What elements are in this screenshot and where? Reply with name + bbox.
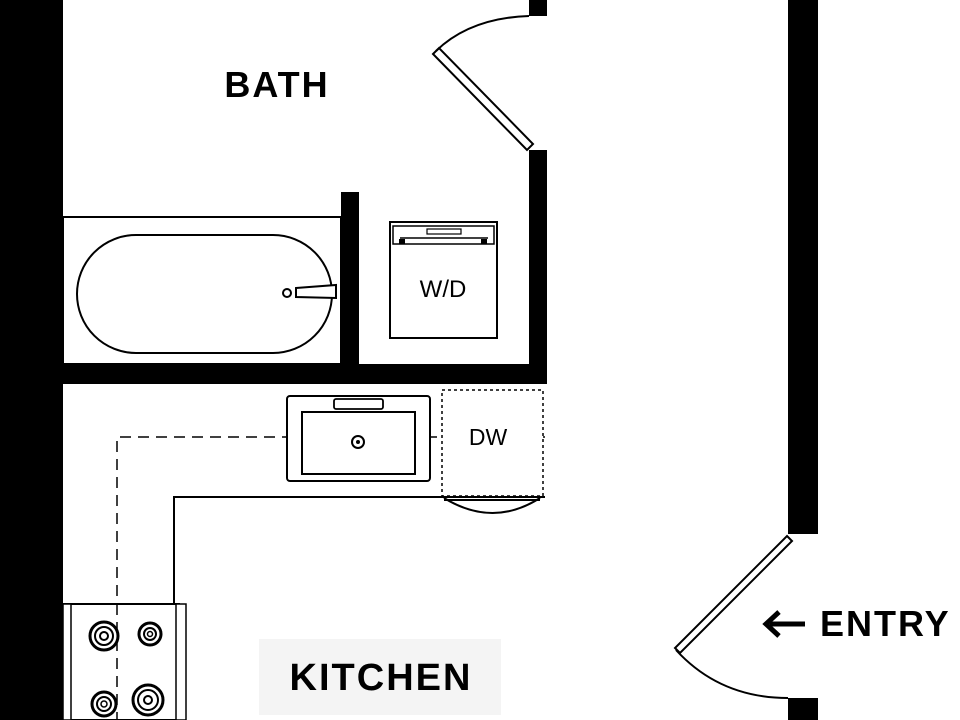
tub-drain [282,288,292,298]
wd-label: W/D [420,276,467,303]
stove-side-panel [175,603,187,720]
tub-basin [76,234,333,354]
dw-label-mask [456,420,520,454]
burner-back-left [90,690,118,718]
sink-faucet [333,398,384,410]
entry-door-swing-arc [675,649,789,699]
left-exterior-wall [0,0,63,720]
entry-label: ENTRY [820,603,951,644]
kitchen-sink [286,395,431,482]
bath-label: BATH [224,64,329,105]
bath-door-jamb-top [529,0,547,16]
entry-wall-upper [788,0,818,534]
left-arrow-icon [762,610,805,638]
entry-wall-lower [788,698,818,720]
bath-door [431,15,535,152]
kitchen-label: KITCHEN [290,657,473,699]
bath-right-wall [529,150,547,384]
entry-door [673,534,794,699]
washer-dryer: W/D [389,221,498,339]
entry-door-leaf [673,534,794,655]
bath-door-leaf [431,46,535,152]
kitchen-label-backdrop [259,639,501,715]
bath-kitchen-wall [63,364,547,384]
burner-back-right [131,683,165,717]
bathtub [62,216,342,365]
burner-front-left [88,620,120,652]
stove-backsplash [62,603,72,720]
wd-button-left [399,239,405,244]
sink-drain-center [356,440,360,444]
walls [0,0,818,720]
wd-control-panel [392,225,495,245]
stove [62,603,187,720]
tub-faucet [295,283,337,300]
wd-button-right [481,239,487,244]
bath-door-swing-arc [435,15,530,52]
tub-partition-wall [341,192,359,384]
dw-door-swing [443,497,541,514]
burner-front-right [137,621,163,647]
dishwasher: DW [441,389,544,514]
dw-label: DW [469,424,508,450]
wd-dial [426,228,462,235]
